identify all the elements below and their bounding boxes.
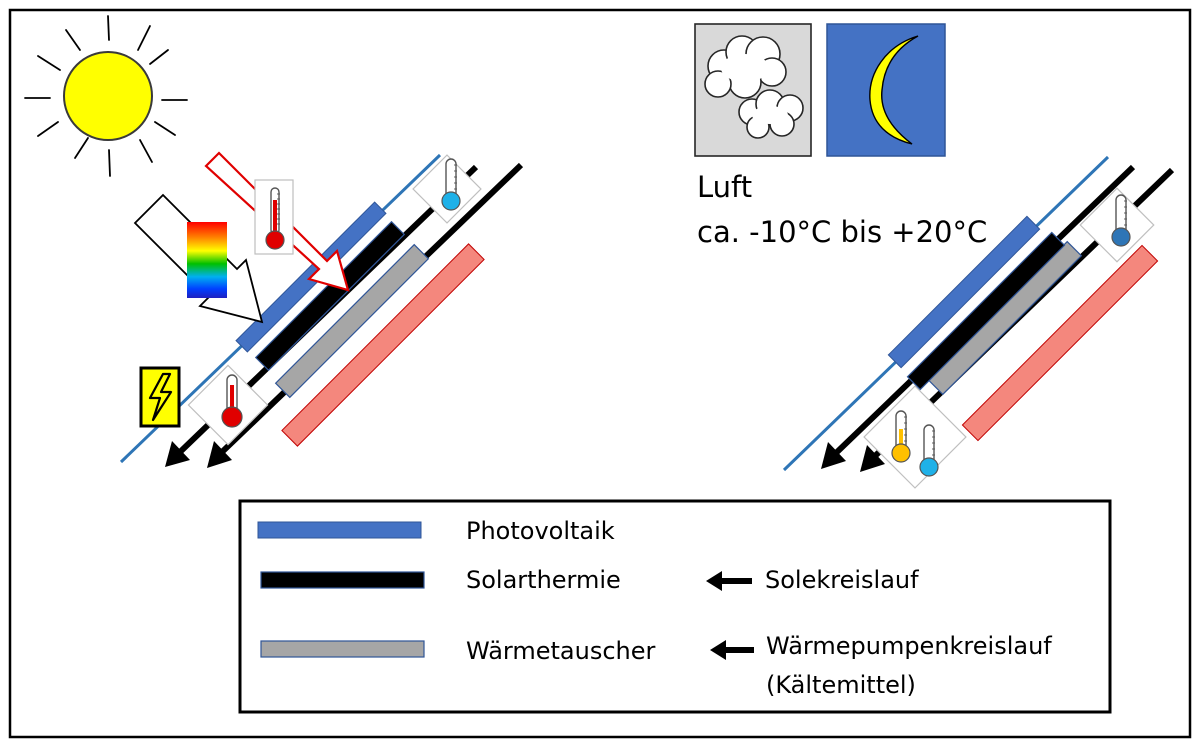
hot-thermometer-bottom (187, 364, 269, 446)
legend-label-waermetauscher: Wärmetauscher (466, 637, 655, 665)
legend-label-solekreislauf: Solekreislauf (765, 566, 919, 594)
legend-arrow-solekreislauf (706, 571, 752, 591)
lightning-icon (139, 366, 181, 428)
moon-icon (826, 23, 946, 157)
left-solar-thermal-layer (254, 220, 406, 372)
legend-label-solarthermie: Solarthermie (466, 566, 621, 594)
right-refrigerant-arrowhead (860, 445, 885, 472)
legend-swatch-solarthermie (260, 571, 425, 589)
legend-swatch-photovoltaik (257, 521, 422, 539)
right-solar-thermal-layer (906, 231, 1066, 391)
legend-arrow-waermepumpe (710, 640, 754, 660)
air-temperature-range: ca. -10°C bis +20°C (697, 215, 987, 249)
cool-thermometer-right-panel (1079, 187, 1155, 263)
legend-swatch-waermetauscher (260, 640, 425, 658)
left-heat-exchanger-layer (274, 243, 430, 399)
right-heat-layer (961, 244, 1159, 442)
hot-thermometer-top (254, 179, 294, 255)
left-refrigerant-arrowhead (207, 441, 232, 468)
spectrum-bar (187, 222, 227, 298)
right-photovoltaic-layer (887, 215, 1041, 369)
cloud-icon (694, 23, 812, 157)
legend-label-waermepumpe-line2: (Kältemittel) (766, 671, 916, 699)
air-label: Luft (697, 170, 752, 204)
cold-thermometer-left-panel (412, 154, 482, 224)
left-sole-arrowhead (165, 441, 190, 467)
legend-label-photovoltaik: Photovoltaik (466, 517, 615, 545)
left-heat-layer (281, 243, 485, 447)
double-thermometer-right-panel (863, 385, 967, 489)
legend-label-waermepumpe-line1: Wärmepumpenkreislauf (766, 632, 1052, 660)
sun-icon (24, 15, 188, 177)
right-sole-arrowhead (821, 442, 846, 469)
